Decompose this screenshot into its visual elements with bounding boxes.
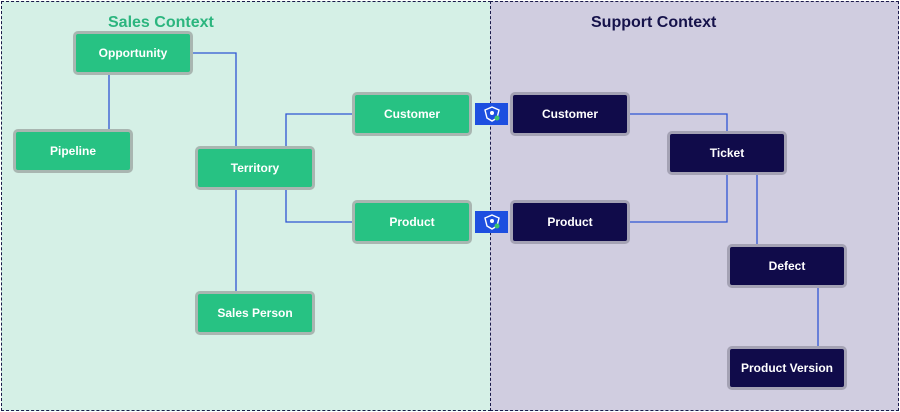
anti-corruption-layer-icon	[483, 214, 500, 230]
node-territory[interactable]: Territory	[195, 146, 315, 190]
node-pipeline[interactable]: Pipeline	[13, 129, 133, 173]
node-opportunity[interactable]: Opportunity	[73, 31, 193, 75]
product-acl-connector	[475, 211, 508, 233]
node-product-version[interactable]: Product Version	[727, 346, 847, 390]
line-territory-product	[285, 190, 352, 223]
node-support-product[interactable]: Product	[510, 200, 630, 244]
node-defect[interactable]: Defect	[727, 244, 847, 288]
node-sales-person[interactable]: Sales Person	[195, 291, 315, 335]
node-support-customer[interactable]: Customer	[510, 92, 630, 136]
anti-corruption-layer-icon	[483, 106, 500, 122]
node-sales-product[interactable]: Product	[352, 200, 472, 244]
line-customer-ticket	[628, 113, 728, 131]
line-product-ticket	[628, 175, 728, 223]
line-territory-customer	[285, 113, 352, 146]
line-opportunity-territory	[193, 52, 237, 146]
node-ticket[interactable]: Ticket	[667, 131, 787, 175]
customer-acl-connector	[475, 103, 508, 125]
node-sales-customer[interactable]: Customer	[352, 92, 472, 136]
sales-context-title: Sales Context	[108, 14, 214, 31]
support-context-title: Support Context	[591, 14, 717, 31]
